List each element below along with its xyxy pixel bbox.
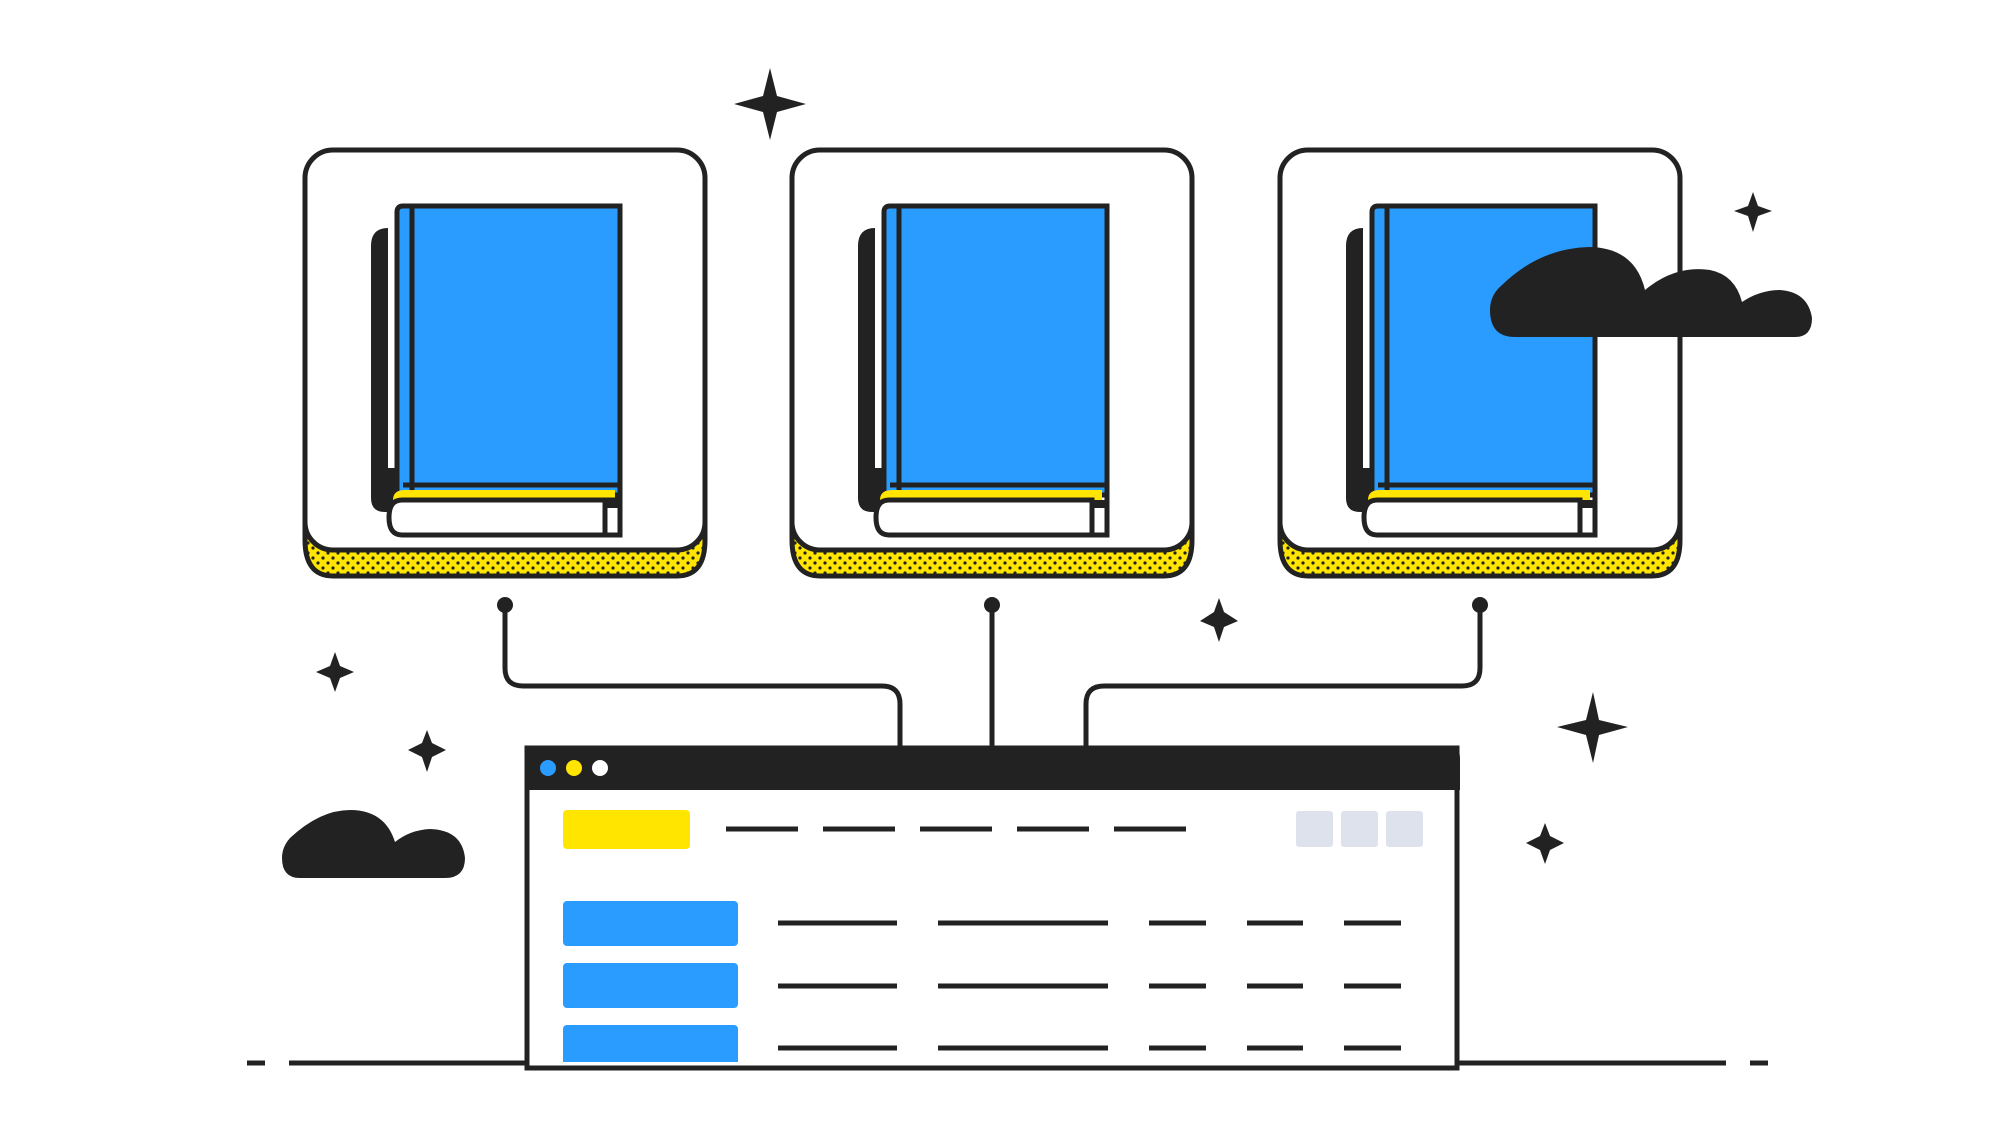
toolbar-button [1386,811,1423,847]
cloud-icon [282,810,465,878]
connector-left [502,605,903,748]
book-card [1277,147,1683,579]
table-row [563,901,1401,946]
window-dot-yellow [566,760,582,776]
connector-right [1083,605,1483,748]
window-dot-white [592,760,608,776]
book-card [302,147,708,579]
table-row [563,963,1401,1008]
sparkle-icon [316,652,354,692]
book-icon [858,203,1110,538]
sparkle-icon [1200,598,1238,642]
table-row [563,1025,1401,1062]
browser-window [524,745,1460,1071]
logo-placeholder [563,810,690,849]
book-card [789,147,1195,579]
sparkle-icon [1526,823,1564,864]
sparkle-icon [1734,192,1772,232]
toolbar-button [1341,811,1378,847]
window-dot-blue [540,760,556,776]
sparkle-icon [734,68,806,140]
sparkle-icon [1557,692,1628,763]
cloud-icon [1490,247,1812,337]
connector-lines [497,597,1488,748]
browser-title-bar [525,746,1460,790]
sparkle-icon [408,730,446,772]
toolbar-button [1296,811,1333,847]
book-icon [371,203,623,538]
